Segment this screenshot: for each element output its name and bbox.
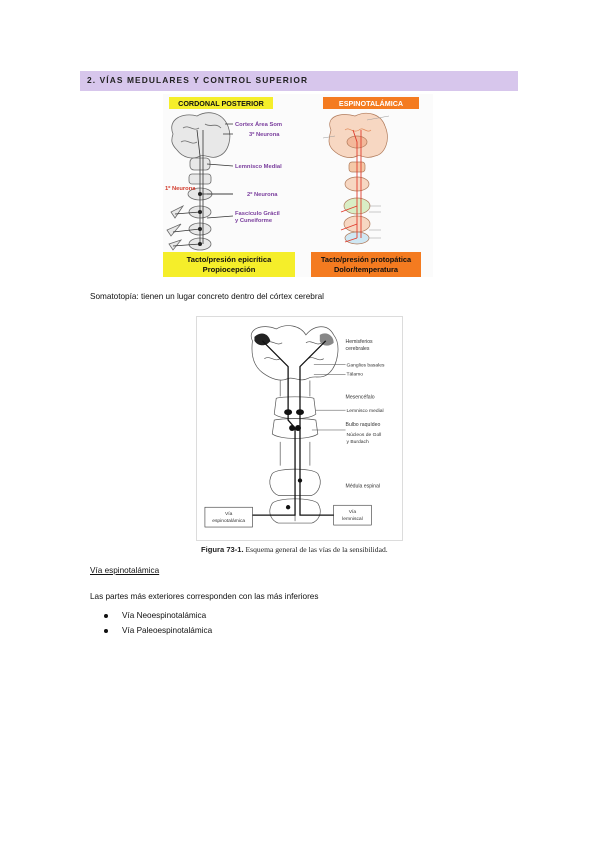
via-espinotalamica-heading: Vía espinotalámica	[90, 566, 160, 575]
espinotalamica-title-box	[323, 97, 419, 109]
list-item-text: Vía Paleoespinotalámica	[122, 626, 213, 635]
label-nucleos-1: Núcleos de Goll	[347, 432, 382, 438]
label-first-neuron: 1º Neurona	[165, 186, 196, 192]
sensory-pathways-figure: CORDONAL POSTERIOR ESPINOTALÁMICA Cortex…	[163, 94, 433, 277]
schema-leader-lines	[311, 364, 346, 431]
sensitivity-pathways-schema: Hemisferios cerebrales Ganglios basales …	[196, 316, 403, 541]
bullet-icon	[104, 629, 108, 633]
section-header-band: 2. VÍAS MEDULARES Y CONTROL SUPERIOR	[80, 71, 518, 91]
epicritica-box	[163, 252, 295, 277]
label-lemnisco: Lemnisco medial	[347, 408, 384, 414]
epicritica-line1: Tacto/presión epicrítica	[187, 255, 272, 264]
label-second-neuron: 2º Neurona	[247, 192, 278, 198]
label-cerebrales: cerebrales	[346, 346, 370, 352]
label-nucleos-2: y Burdach	[347, 439, 369, 445]
right-pathway-lines	[340, 129, 362, 243]
label-talamo: Tálamo	[347, 372, 364, 378]
label-bulbo: Bulbo raquídeo	[346, 422, 381, 428]
label-medula: Médula espinal	[346, 483, 380, 489]
schema-cortex-areas	[254, 333, 334, 346]
bullet-icon	[104, 614, 108, 618]
figure2-caption: Figura 73-1. Esquema general de las vías…	[201, 545, 388, 554]
via-list: Vía Neoespinotalámica Vía Paleoespinotal…	[90, 611, 212, 641]
list-item: Vía Neoespinotalámica	[90, 611, 212, 626]
label-mesencefalo: Mesencéfalo	[346, 394, 375, 400]
label-fasciculo-2: y Cuneiforme	[235, 218, 273, 224]
section-title: 2. VÍAS MEDULARES Y CONTROL SUPERIOR	[87, 75, 309, 85]
caption-text: Esquema general de las vías de la sensib…	[245, 545, 388, 554]
schema-pathways	[252, 340, 338, 516]
list-item-text: Vía Neoespinotalámica	[122, 611, 207, 620]
epicritica-line2: Propiocepción	[203, 265, 256, 274]
label-hemisferios: Hemisferios	[346, 339, 373, 345]
protopatica-line1: Tacto/presión protopática	[321, 255, 412, 264]
schema-brain-outline	[250, 325, 339, 524]
protopatica-line2: Dolor/temperatura	[334, 265, 399, 274]
somatotopia-paragraph: Somatotopía: tienen un lugar concreto de…	[90, 292, 324, 301]
via-espinotalamica-box	[204, 506, 253, 528]
list-item: Vía Paleoespinotalámica	[90, 626, 212, 641]
via-lemniscal-box	[333, 504, 372, 526]
cordonal-title: CORDONAL POSTERIOR	[178, 99, 265, 108]
via-right-1: Vía	[349, 509, 357, 515]
via-left-1: Vía	[225, 511, 233, 517]
caption-number: Figura 73-1.	[201, 545, 244, 554]
label-lemnisco: Lemnisco Medial	[235, 164, 282, 170]
via-right-2: lemniscal	[342, 516, 363, 522]
protopatica-box	[311, 252, 421, 277]
exterior-inferior-paragraph: Las partes más exteriores corresponden c…	[90, 592, 319, 601]
left-pathway-lines	[172, 123, 234, 247]
label-cortex: Cortex Área Som	[235, 121, 282, 128]
label-ganglios: Ganglios basales	[347, 363, 385, 369]
right-brain-drawing	[328, 112, 388, 245]
cordonal-title-box	[169, 97, 273, 109]
label-fasciculo-1: Fascículo Grácil	[235, 211, 280, 217]
left-brain-drawing	[166, 112, 231, 251]
label-third-neuron: 3º Neurona	[249, 132, 280, 138]
espinotalamica-title: ESPINOTALÁMICA	[339, 99, 403, 108]
via-left-2: espinotalámica	[212, 518, 245, 524]
